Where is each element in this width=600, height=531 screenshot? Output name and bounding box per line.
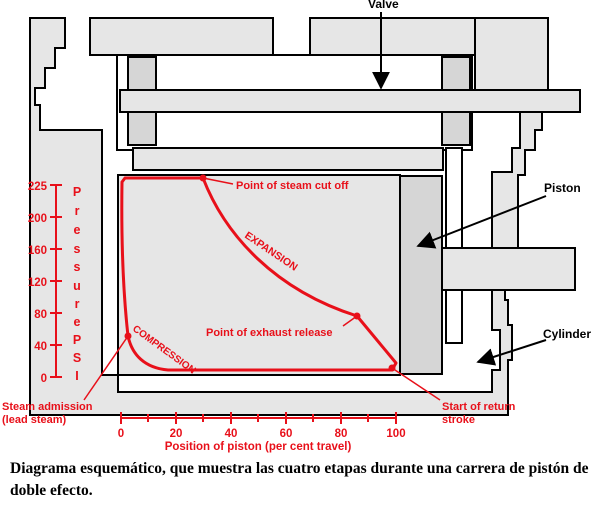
y-title-letter: P [73, 185, 81, 199]
admission-label-line2: (lead steam) [2, 414, 67, 426]
y-tick-label: 200 [28, 213, 47, 225]
y-axis-title: P r e s s u r e P S I [73, 185, 81, 383]
x-tick-label: 0 [118, 428, 124, 440]
y-title-letter: r [75, 204, 80, 218]
y-title-letter: r [75, 297, 80, 311]
piston-label: Piston [544, 181, 581, 195]
y-title-letter: P [73, 333, 81, 347]
y-tick-label: 225 [28, 181, 48, 193]
cut-off-leader [202, 177, 234, 185]
x-tick-label: 80 [335, 428, 348, 440]
y-axis-ticks [50, 184, 62, 378]
x-tick-label: 40 [225, 428, 238, 440]
y-tick-label: 0 [41, 373, 47, 385]
valve-rod [119, 89, 581, 113]
y-tick-label: 120 [28, 277, 47, 289]
admission-leader [83, 335, 129, 401]
cut-off-label: Point of steam cut off [236, 180, 349, 192]
y-title-letter: I [75, 369, 78, 383]
x-axis-ticks [120, 412, 397, 424]
y-tick-labels: 225 200 160 120 80 40 0 [28, 181, 48, 385]
x-axis-title: Position of piston (per cent travel) [165, 441, 352, 453]
valve-cover-right [309, 17, 476, 56]
piston-rod [439, 247, 576, 291]
exhaust-passage [445, 147, 463, 344]
steam-port [132, 147, 444, 171]
exhaust-leader [342, 315, 358, 327]
y-tick-label: 40 [34, 341, 47, 353]
piston-arrow [416, 195, 547, 249]
x-tick-labels: 0 20 40 60 80 100 [118, 428, 406, 440]
return-label-line2: stroke [442, 414, 475, 426]
y-tick-label: 160 [28, 245, 47, 257]
cylinder-label: Cylinder [543, 327, 591, 341]
figure-caption: Diagrama esquemático, que muestra las cu… [10, 460, 589, 499]
y-title-letter: s [74, 242, 81, 256]
x-tick-label: 100 [386, 428, 405, 440]
y-title-letter: s [74, 260, 81, 274]
return-label-line1: Start of return [442, 401, 516, 413]
admission-label-line1: Steam admission [2, 401, 93, 413]
y-tick-label: 80 [34, 309, 47, 321]
pv-loop [120, 176, 398, 372]
valve-cover-left [89, 17, 274, 56]
y-title-letter: u [73, 279, 81, 293]
x-tick-label: 60 [280, 428, 293, 440]
y-title-letter: e [74, 223, 81, 237]
piston [399, 175, 443, 375]
return-leader [391, 367, 441, 401]
valve-label: Valve [368, 0, 399, 11]
y-title-letter: e [74, 315, 81, 329]
cylinder-arrow [476, 339, 547, 366]
exhaust-label: Point of exhaust release [206, 327, 333, 339]
cylinder-wall [29, 17, 549, 416]
steam-engine-indicator-diagram: 225 200 160 120 80 40 0 P r e s s u r e … [2, 0, 591, 453]
x-tick-label: 20 [170, 428, 183, 440]
y-title-letter: S [73, 351, 81, 365]
